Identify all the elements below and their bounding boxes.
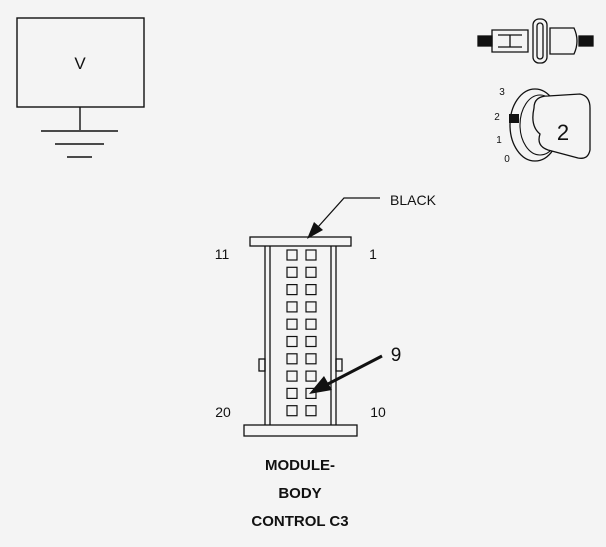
test-probe-icon <box>477 18 594 64</box>
color-leader-arrow <box>307 197 380 239</box>
connector-pin-cavity <box>305 249 317 261</box>
ignition-position-0: 0 <box>504 154 510 165</box>
connector-pin-cavity <box>305 318 317 330</box>
connector-pin-cavity <box>286 249 298 261</box>
connector-pin-cavity <box>286 370 298 382</box>
connector-pin-cavity <box>305 335 317 348</box>
connector-pin-cavity <box>286 284 298 296</box>
ignition-position-2: 2 <box>494 112 500 123</box>
ignition-position-1: 1 <box>496 135 502 146</box>
connector-pin-cavity <box>286 353 298 365</box>
connector-pin-cavity <box>305 370 317 382</box>
connector-pin-cavity <box>286 335 298 348</box>
connector-pin-cavity <box>286 387 298 399</box>
connector-pin-cavity <box>286 301 298 313</box>
connector-pin-cavity <box>305 353 317 365</box>
connector-pin-cavity <box>305 284 317 296</box>
caption-line-2: BODY <box>278 485 322 502</box>
connector-pin-cavity <box>305 405 317 417</box>
connector-pin-cavity <box>305 301 317 313</box>
connector-caption: MODULE- BODY CONTROL C3 <box>200 452 400 536</box>
pin-label-bottom-right: 10 <box>370 404 386 420</box>
caption-line-3: CONTROL C3 <box>251 513 349 530</box>
pin-label-top-right: 1 <box>369 246 377 262</box>
pin-callout-arrow <box>309 354 383 394</box>
caption-line-1: MODULE- <box>265 457 335 474</box>
voltmeter: V <box>16 17 145 130</box>
ignition-switch-icon: 3 2 1 0 2 <box>494 87 591 165</box>
ignition-selected-position: 2 <box>557 120 569 145</box>
connector-color-label: BLACK <box>390 192 437 208</box>
ignition-position-3: 3 <box>499 87 505 98</box>
connector-pin-grid <box>286 249 317 417</box>
pin-label-top-left: 11 <box>215 246 230 262</box>
connector-pin-cavity <box>305 387 317 399</box>
connector-pin-cavity <box>286 266 298 278</box>
connector-body <box>243 236 358 437</box>
ground-icon <box>41 130 118 158</box>
pin-label-bottom-left: 20 <box>215 404 231 420</box>
voltmeter-label: V <box>74 54 86 73</box>
connector-pin-cavity <box>286 405 298 417</box>
callout-pin-number: 9 <box>391 345 402 366</box>
connector-pin-cavity <box>286 318 298 330</box>
connector-pin-cavity <box>305 266 317 278</box>
